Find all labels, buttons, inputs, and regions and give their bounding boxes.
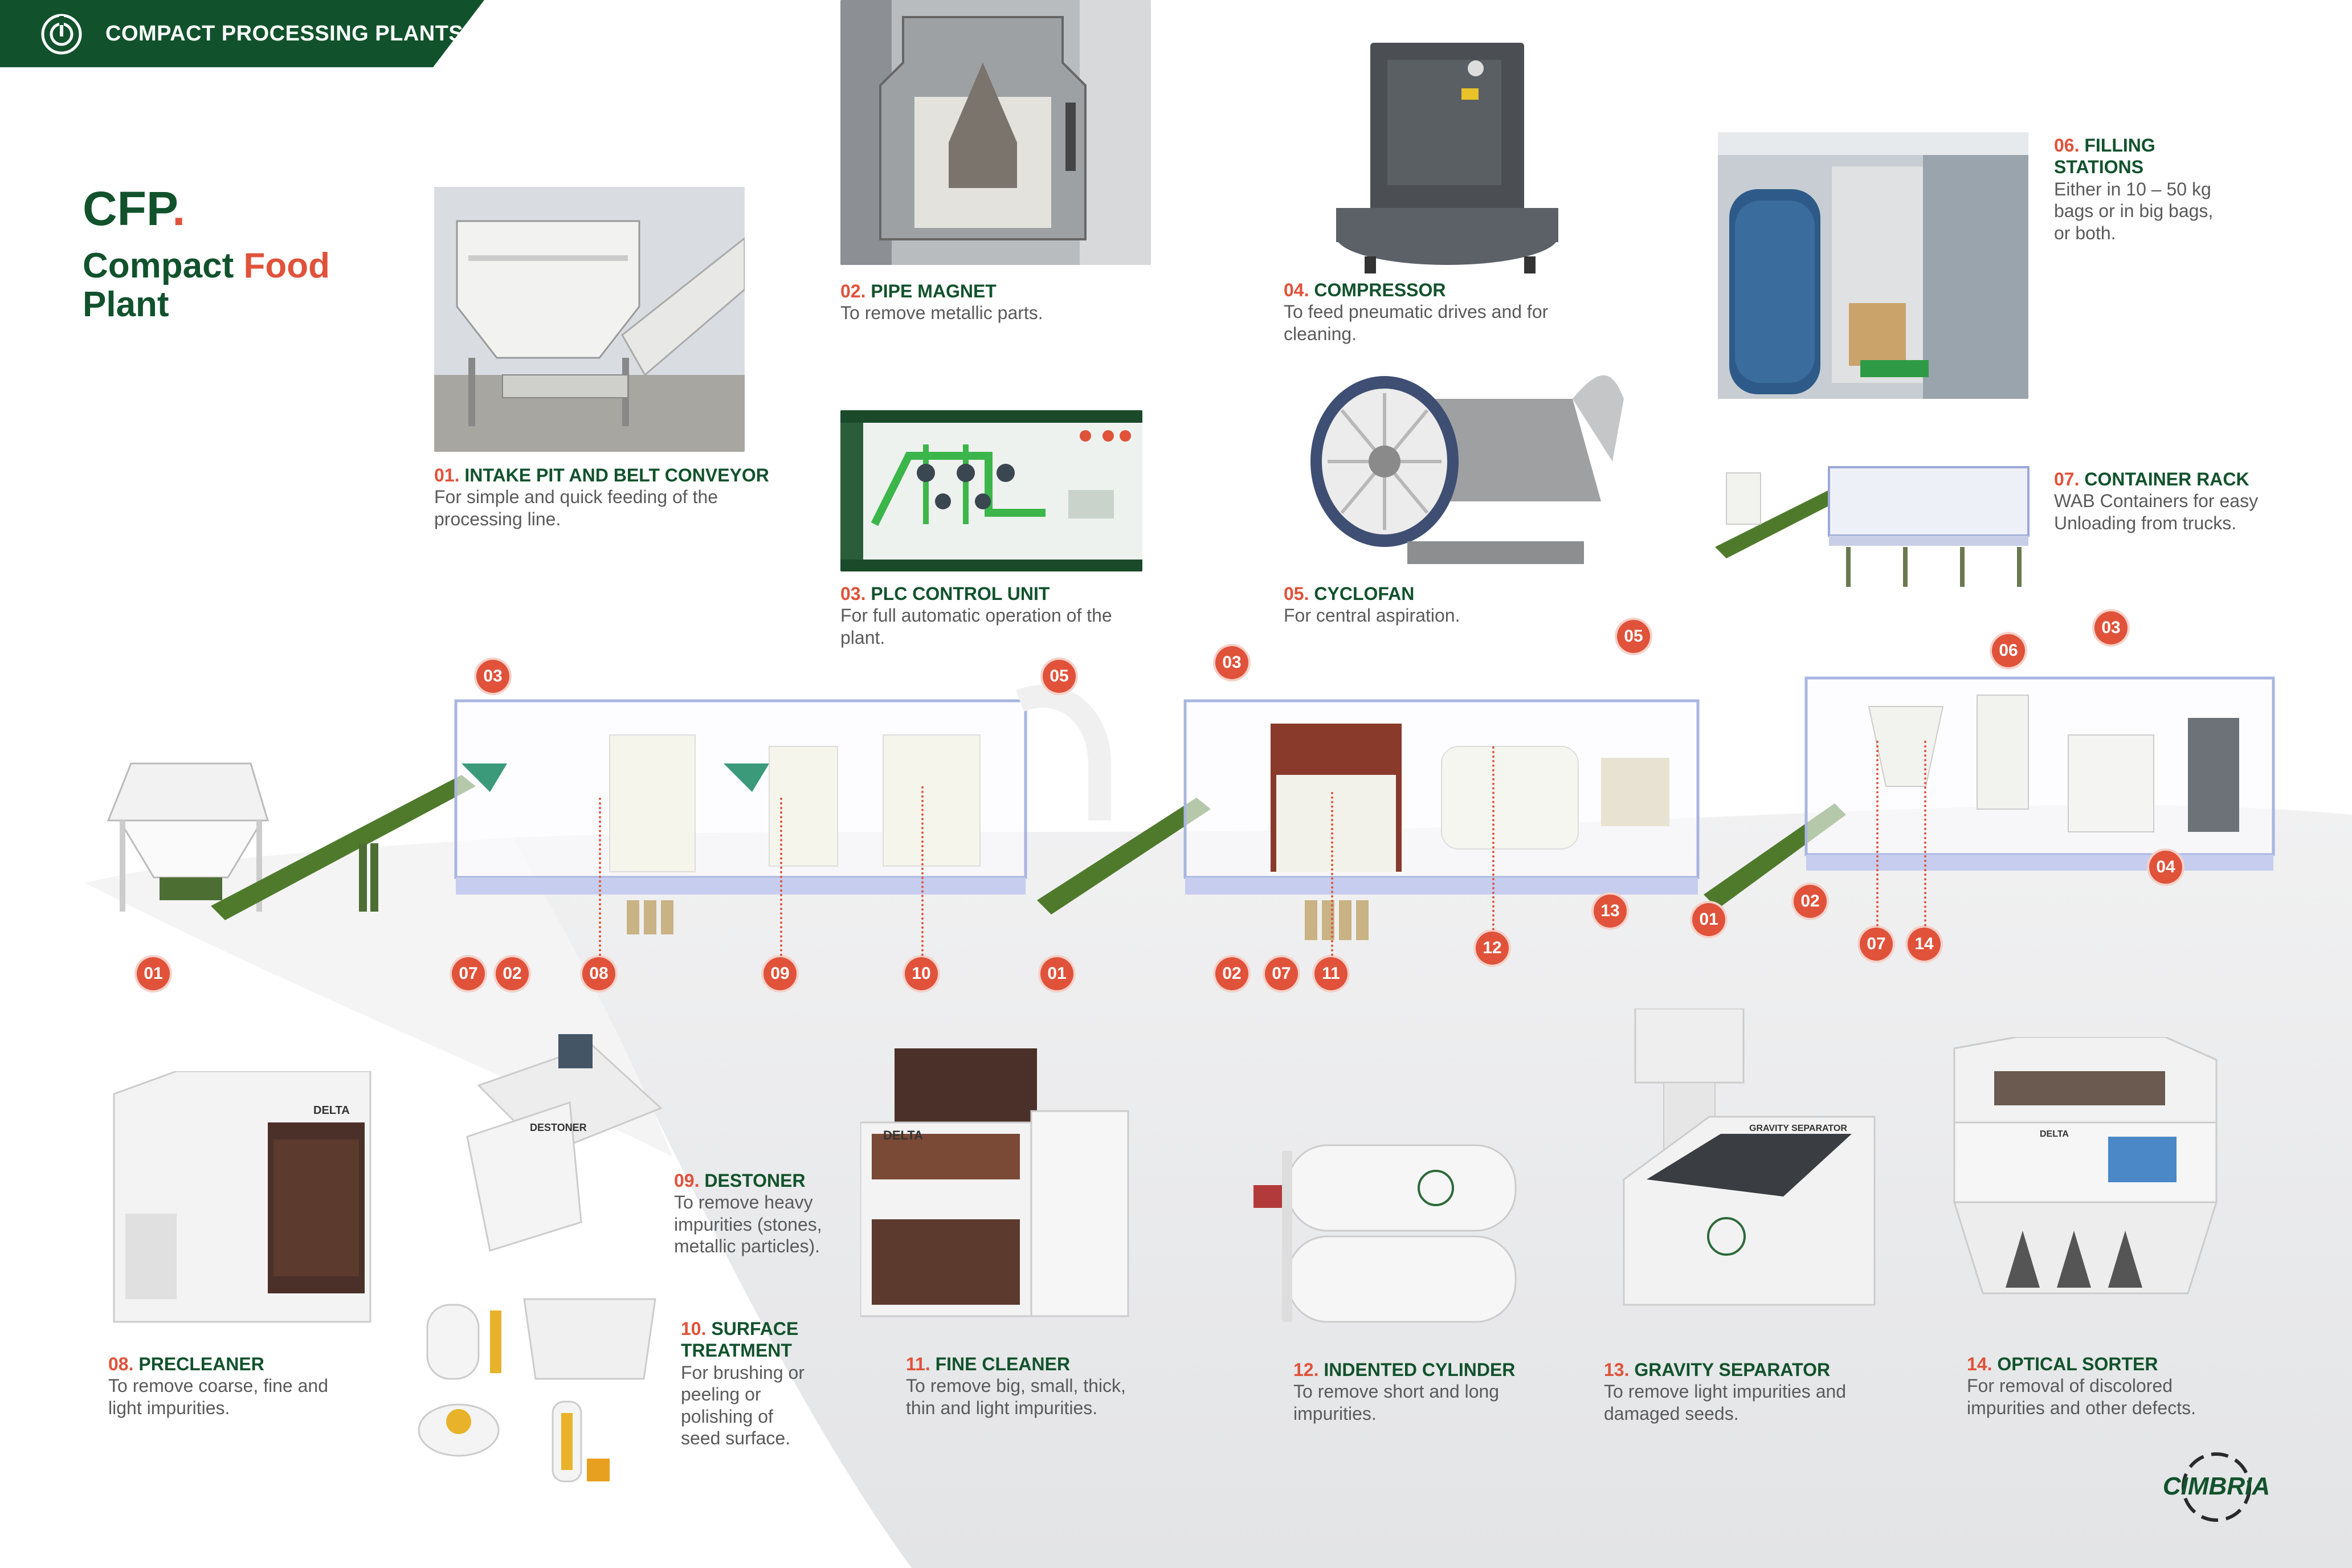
- item-12-indented-cylinder: 12. INDENTED CYLINDER To remove short an…: [1293, 1359, 1516, 1424]
- machine-label: DELTA: [883, 1128, 923, 1142]
- marker-01: 01: [137, 957, 170, 990]
- cimbria-brand-logo: CIMBRIA: [2163, 1452, 2270, 1522]
- optical-sorter-machine: DELTA: [1953, 1037, 2218, 1295]
- intake-pit-model: [107, 762, 270, 912]
- precleaner-machine: DELTA: [113, 1071, 371, 1323]
- item-03-plc: 03. PLC CONTROL UNIT For full automatic …: [840, 583, 1112, 648]
- item-10-surface-treatment: 10. SURFACE TREATMENT For brushing or pe…: [681, 1318, 805, 1448]
- item-02-pipe-magnet: 02. PIPE MAGNET To remove metallic parts…: [840, 281, 1043, 324]
- marker-09: 09: [763, 957, 797, 990]
- surface-treatment-machines: [418, 1298, 656, 1483]
- leader-line: [921, 786, 924, 956]
- gravity-separator-machine: GRAVITY SEPARATOR: [1623, 1008, 1876, 1306]
- marker-03: 03: [1215, 646, 1248, 679]
- marker-01: 01: [1692, 903, 1725, 936]
- machine-label: DESTONER: [530, 1122, 587, 1133]
- filling-stations-photo: [1718, 132, 2028, 399]
- intake-pit-photo: [434, 187, 745, 452]
- marker-14: 14: [1908, 928, 1941, 961]
- leader-line: [1876, 741, 1879, 926]
- item-06-filling: 06. FILLING STATIONS Either in 10 – 50 k…: [2054, 135, 2214, 243]
- marker-07: 07: [452, 957, 485, 990]
- cyclofan-photo: [1310, 375, 1624, 564]
- marker-05: 05: [1043, 660, 1076, 693]
- pipe-magnet-photo: [840, 0, 1151, 265]
- brand-name: CIMBRIA: [2163, 1472, 2270, 1500]
- header-ribbon: [0, 0, 484, 67]
- marker-06: 06: [1992, 634, 2025, 667]
- item-14-optical-sorter: 14. OPTICAL SORTER For removal of discol…: [1967, 1354, 2196, 1418]
- header-title: COMPACT PROCESSING PLANTS: [105, 22, 464, 46]
- destoner-machine: DESTONER: [466, 1034, 663, 1252]
- compressor-photo: [1336, 43, 1558, 273]
- plc-control-screen: [840, 410, 1142, 571]
- item-07-container: 07. CONTAINER RACK WAB Containers for ea…: [2054, 469, 2259, 533]
- container-rack-photo: [1715, 466, 2030, 587]
- marker-10: 10: [905, 957, 938, 990]
- marker-11: 11: [1314, 957, 1348, 990]
- marker-08: 08: [582, 957, 615, 990]
- marker-04: 04: [2149, 851, 2182, 884]
- leader-line: [1331, 792, 1333, 956]
- machine-label: DELTA: [2040, 1129, 2069, 1139]
- leader-line: [1924, 741, 1926, 926]
- item-11-fine-cleaner: 11. FINE CLEANER To remove big, small, t…: [906, 1354, 1126, 1418]
- item-05-cyclofan: 05. CYCLOFAN For central aspiration.: [1284, 583, 1460, 626]
- fine-cleaner-machine: DELTA: [860, 1048, 1129, 1317]
- process-line-illustration: [107, 676, 2275, 940]
- plant-abbreviation: CFP.: [83, 182, 186, 235]
- item-04-compressor: 04. COMPRESSOR To feed pneumatic drives …: [1284, 280, 1549, 344]
- leader-line: [599, 798, 601, 956]
- item-13-gravity-separator: 13. GRAVITY SEPARATOR To remove light im…: [1604, 1359, 1847, 1424]
- marker-02: 02: [1215, 957, 1248, 990]
- cimbria-logo-icon: [41, 14, 82, 55]
- leader-line: [780, 798, 782, 956]
- marker-07: 07: [1860, 928, 1893, 961]
- marker-02: 02: [496, 957, 529, 990]
- item-01-intake: 01. INTAKE PIT AND BELT CONVEYOR For sim…: [434, 465, 769, 529]
- marker-07: 07: [1265, 957, 1298, 990]
- container-2: [1183, 699, 1700, 940]
- indented-cylinder-machine: [1253, 1144, 1517, 1323]
- marker-03: 03: [476, 660, 509, 693]
- marker-02: 02: [1794, 885, 1827, 918]
- item-09-destoner: 09. DESTONER To remove heavy impurities …: [674, 1170, 822, 1257]
- marker-03: 03: [2094, 611, 2128, 644]
- container-1: [454, 699, 1027, 934]
- marker-01: 01: [1040, 957, 1073, 990]
- leader-line: [1492, 746, 1494, 930]
- marker-13: 13: [1594, 895, 1627, 928]
- plant-name: Compact Food Plant: [83, 246, 330, 325]
- item-08-precleaner: 08. PRECLEANER To remove coarse, fine an…: [108, 1354, 328, 1418]
- machine-label: DELTA: [313, 1104, 350, 1117]
- marker-12: 12: [1476, 932, 1509, 965]
- machine-label: GRAVITY SEPARATOR: [1749, 1124, 1847, 1133]
- marker-05: 05: [1617, 620, 1650, 653]
